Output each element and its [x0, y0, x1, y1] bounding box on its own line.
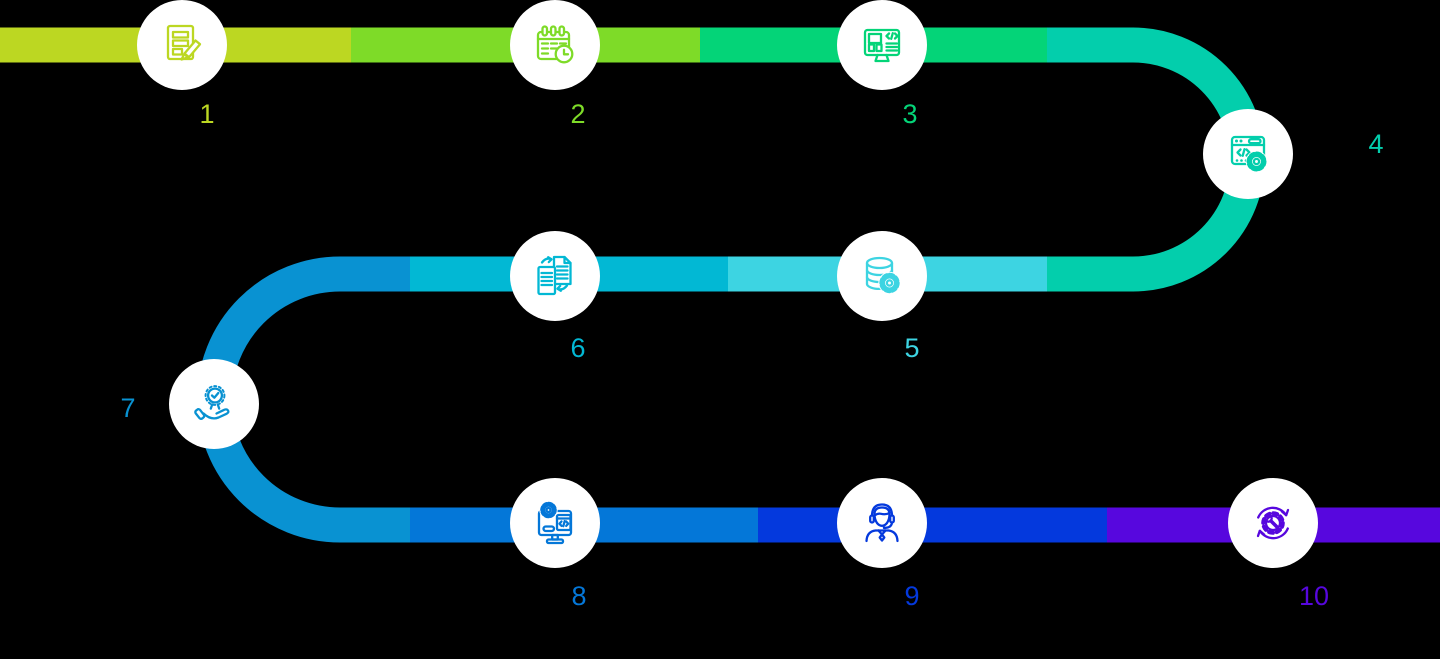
document-edit-icon	[166, 24, 202, 61]
step-4: 4	[1203, 109, 1384, 199]
step-number-label: 9	[904, 581, 919, 611]
browser-code-gear-icon	[1230, 135, 1268, 173]
step-number-label: 6	[570, 333, 585, 363]
step-9: 9	[837, 478, 927, 611]
step-number-label: 8	[571, 581, 586, 611]
step-2: 2	[510, 0, 600, 129]
step-3: 3	[837, 0, 927, 129]
step-7: 7	[120, 359, 259, 449]
step-number-label: 3	[902, 99, 917, 129]
step-1: 1	[137, 0, 227, 129]
step-number-label: 10	[1299, 581, 1329, 611]
step-number-label: 4	[1368, 129, 1383, 159]
step-circle	[510, 0, 600, 90]
step-circle	[837, 478, 927, 568]
step-circle	[510, 478, 600, 568]
calendar-clock-icon	[536, 25, 574, 64]
quality-badge-hand-icon	[194, 385, 230, 421]
monitor-layout-code-icon	[863, 28, 901, 63]
step-number-label: 7	[120, 393, 135, 423]
gear-wrench-sync-icon	[1256, 506, 1290, 540]
step-8: 8	[510, 478, 600, 611]
step-6: 6	[510, 231, 600, 363]
documents-transfer-icon	[537, 255, 572, 296]
step-number-label: 5	[904, 333, 919, 363]
step-number-label: 1	[199, 99, 214, 129]
step-10: 10	[1228, 478, 1329, 611]
step-5: 5	[837, 231, 927, 363]
step-number-label: 2	[570, 99, 585, 129]
support-headset-icon	[865, 503, 899, 543]
monitor-gear-code-icon	[537, 500, 573, 545]
database-gear-icon	[865, 256, 901, 295]
